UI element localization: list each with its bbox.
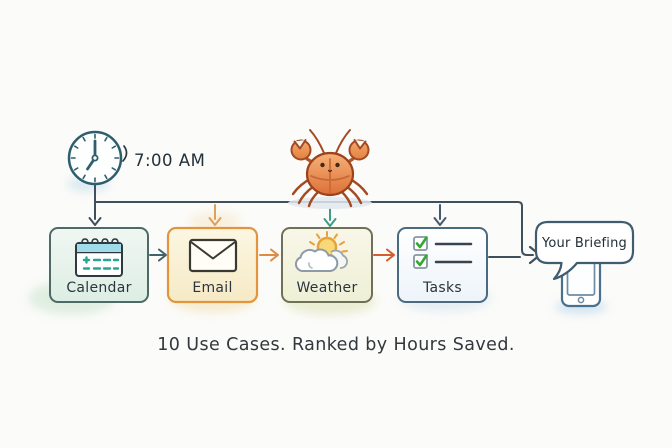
- node-weather: Weather: [281, 227, 373, 303]
- node-label-weather: Weather: [296, 280, 357, 296]
- calendar-icon: [75, 238, 123, 277]
- crab-mascot: [288, 129, 372, 209]
- node-calendar: Calendar: [49, 227, 149, 303]
- arrow-to-tasks: [433, 204, 447, 226]
- connector-rail: [94, 183, 542, 265]
- cloud-back: [330, 249, 348, 269]
- arrow-to-email: [208, 204, 222, 226]
- arrow-to-calendar: [88, 202, 102, 226]
- caption-text: 10 Use Cases. Ranked by Hours Saved.: [157, 335, 515, 355]
- sun-cloud-icon: [294, 231, 348, 272]
- node-email: Email: [166, 226, 259, 304]
- crab-face: [320, 162, 340, 173]
- trigger-time-label: 7:00 AM: [134, 151, 205, 170]
- envelope-icon: [188, 238, 238, 273]
- briefing-bubble-label: Your Briefing: [541, 236, 627, 251]
- arrow-calendar-to-email: [149, 248, 167, 262]
- node-label-tasks: Tasks: [422, 280, 462, 296]
- briefing-speech-bubble: Your Briefing: [534, 220, 635, 281]
- clock-icon: [67, 130, 123, 186]
- rail-line: [94, 201, 534, 256]
- checklist-icon: [413, 236, 473, 269]
- node-label-email: Email: [192, 280, 232, 296]
- drop-arrows: [88, 202, 447, 227]
- node-label-calendar: Calendar: [66, 280, 131, 296]
- clock-ticks: [70, 133, 120, 183]
- arrow-to-weather: [323, 208, 337, 227]
- cloud-front: [294, 248, 339, 272]
- inter-box-arrows: [149, 248, 395, 262]
- clock-callout-mark: [122, 145, 128, 162]
- arrow-weather-to-tasks: [373, 248, 395, 262]
- node-tasks: Tasks: [397, 227, 488, 303]
- arrow-email-to-weather: [259, 248, 279, 262]
- crab-antennae: [309, 129, 351, 154]
- crab-shell-lines: [310, 158, 350, 194]
